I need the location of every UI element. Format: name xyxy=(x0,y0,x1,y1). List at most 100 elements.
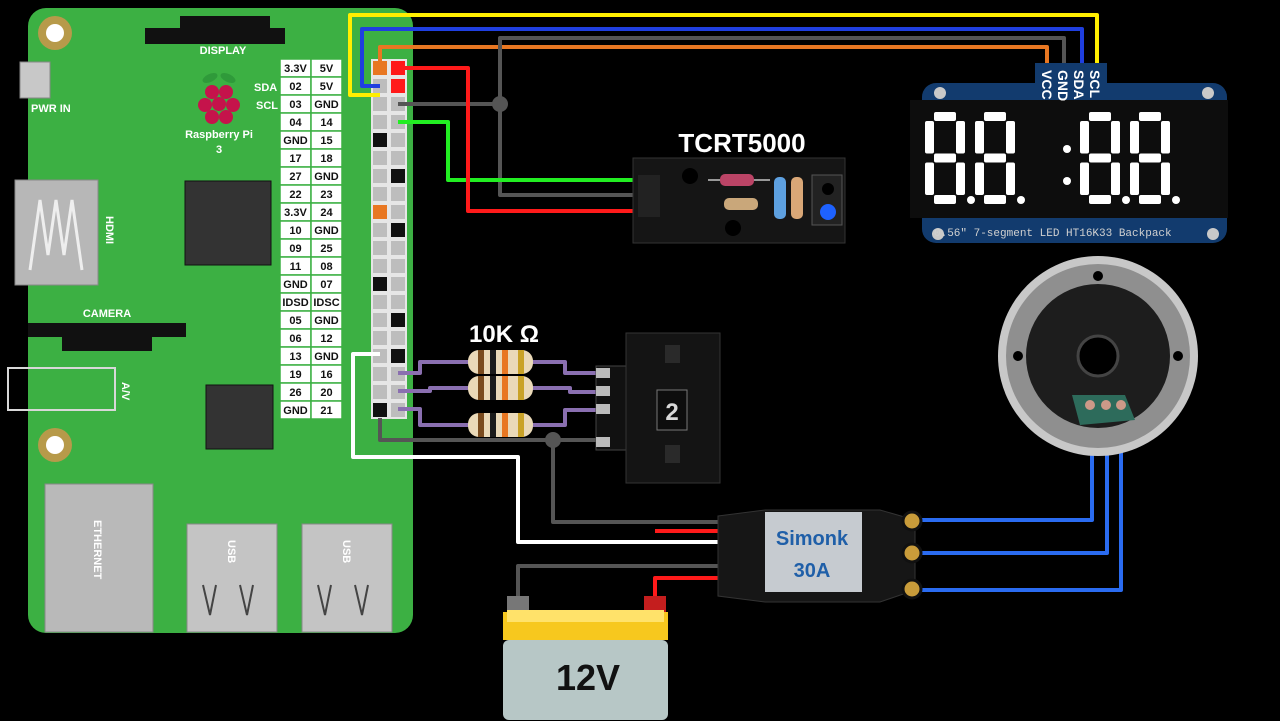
esc-gnd-wire xyxy=(551,440,720,524)
pin-label: GND xyxy=(314,171,339,183)
resistor-wire-2b xyxy=(532,386,600,394)
resistor-icon xyxy=(724,198,758,210)
pin-label: 07 xyxy=(320,279,332,291)
pin-label: GND xyxy=(283,279,308,291)
header-pin xyxy=(391,187,405,201)
motor-wire-3 xyxy=(918,420,1123,592)
pin-label: 25 xyxy=(320,243,332,255)
display-digits xyxy=(925,112,1180,204)
battery-label: 12V xyxy=(556,657,620,698)
gpio-header xyxy=(371,59,407,419)
pin-label: 15 xyxy=(320,135,332,147)
header-pin xyxy=(391,295,405,309)
pin-label: 20 xyxy=(320,387,332,399)
ethernet-port xyxy=(44,483,154,633)
header-pin xyxy=(391,241,405,255)
ethernet-label: ETHERNET xyxy=(91,520,103,580)
display-caption: 0.56" 7-segment LED HT16K33 Backpack xyxy=(934,228,1172,240)
resistor-icon xyxy=(720,174,754,186)
pin-label: 18 xyxy=(320,153,332,165)
pin-label: 04 xyxy=(289,117,302,129)
header-pin xyxy=(373,403,387,417)
header-pin xyxy=(391,205,405,219)
pin-label: 06 xyxy=(289,333,301,345)
display-pin-scl: SCL xyxy=(1087,70,1103,98)
pin-label: 02 xyxy=(289,81,301,93)
display-label: DISPLAY xyxy=(200,45,247,57)
pin-label: GND xyxy=(283,405,308,417)
board-name: Raspberry Pi xyxy=(185,129,253,141)
usb-port-1 xyxy=(186,523,278,633)
sensor-power-wire xyxy=(398,66,640,213)
pin-label: IDSD xyxy=(282,297,308,309)
brushless-motor xyxy=(998,256,1198,456)
usb-label-2: USB xyxy=(340,540,352,563)
pin-label: GND xyxy=(314,225,339,237)
header-pin xyxy=(373,205,387,219)
seven-segment-display: VCC GND SDA SCL 0.56" 7-segment LED HT16… xyxy=(910,63,1228,243)
pin-label: 5V xyxy=(320,63,334,75)
esc-module: Simonk 30A xyxy=(717,509,923,603)
header-pin xyxy=(391,259,405,273)
pin-label: GND xyxy=(314,315,339,327)
header-pin xyxy=(373,61,387,75)
header-pin xyxy=(373,241,387,255)
resistor-icon xyxy=(774,177,786,219)
pin-label: 21 xyxy=(320,405,332,417)
header-pin xyxy=(373,331,387,345)
display-pin-vcc: VCC xyxy=(1039,70,1055,100)
header-pin xyxy=(373,277,387,291)
power-label: PWR IN xyxy=(31,103,71,115)
pin-label: GND xyxy=(283,135,308,147)
resistor-icon xyxy=(791,177,803,219)
pin-label: IDSC xyxy=(313,297,339,309)
header-pin xyxy=(373,367,387,381)
vcc-wire xyxy=(378,45,1049,70)
header-pin xyxy=(391,151,405,165)
battery-gnd-wire xyxy=(516,564,720,610)
resistor-3 xyxy=(468,413,533,437)
resistor-wire-2 xyxy=(398,386,470,393)
header-pin xyxy=(391,223,405,237)
header-pin xyxy=(373,169,387,183)
header-pin xyxy=(391,277,405,291)
pin-label: 23 xyxy=(320,189,332,201)
display-connector xyxy=(145,28,285,44)
usb-chip xyxy=(205,384,274,450)
display-digit xyxy=(1130,112,1180,204)
pin-label: 24 xyxy=(320,207,333,219)
header-pin xyxy=(373,385,387,399)
esc-label-line2: 30A xyxy=(794,560,831,582)
pin-label: 27 xyxy=(289,171,301,183)
connector-label: 2 xyxy=(665,399,678,426)
sensor-connector: 2 xyxy=(595,332,721,484)
resistor-1 xyxy=(468,350,533,374)
pin-label: 3.3V xyxy=(284,207,307,219)
wires xyxy=(348,13,1123,610)
resistors: 10K Ω xyxy=(468,321,539,437)
resistor-label: 10K Ω xyxy=(469,321,539,348)
pin-label: 5V xyxy=(320,81,334,93)
av-connector xyxy=(7,367,116,411)
hdmi-label: HDMI xyxy=(103,216,115,244)
pin-label: 11 xyxy=(290,261,302,273)
header-pin xyxy=(373,115,387,129)
resistor-wire-3b xyxy=(532,408,600,427)
display-digit xyxy=(975,112,1025,204)
sda-side-label: SDA xyxy=(254,82,277,94)
ir-led-icon xyxy=(820,204,836,220)
pin-label: 17 xyxy=(289,153,301,165)
pin-label: 3.3V xyxy=(284,63,307,75)
usb-label-1: USB xyxy=(225,540,237,563)
scl-side-label: SCL xyxy=(256,100,278,112)
sensor-signal-wire xyxy=(398,120,640,182)
raspberry-logo-icon xyxy=(198,73,240,124)
connector-gnd-wire xyxy=(378,418,600,442)
header-pin xyxy=(373,295,387,309)
header-pin xyxy=(373,223,387,237)
header-pin xyxy=(391,349,405,363)
pin-label: 08 xyxy=(320,261,332,273)
display-digit xyxy=(925,112,975,204)
pin-label: 22 xyxy=(289,189,301,201)
header-pin xyxy=(373,133,387,147)
